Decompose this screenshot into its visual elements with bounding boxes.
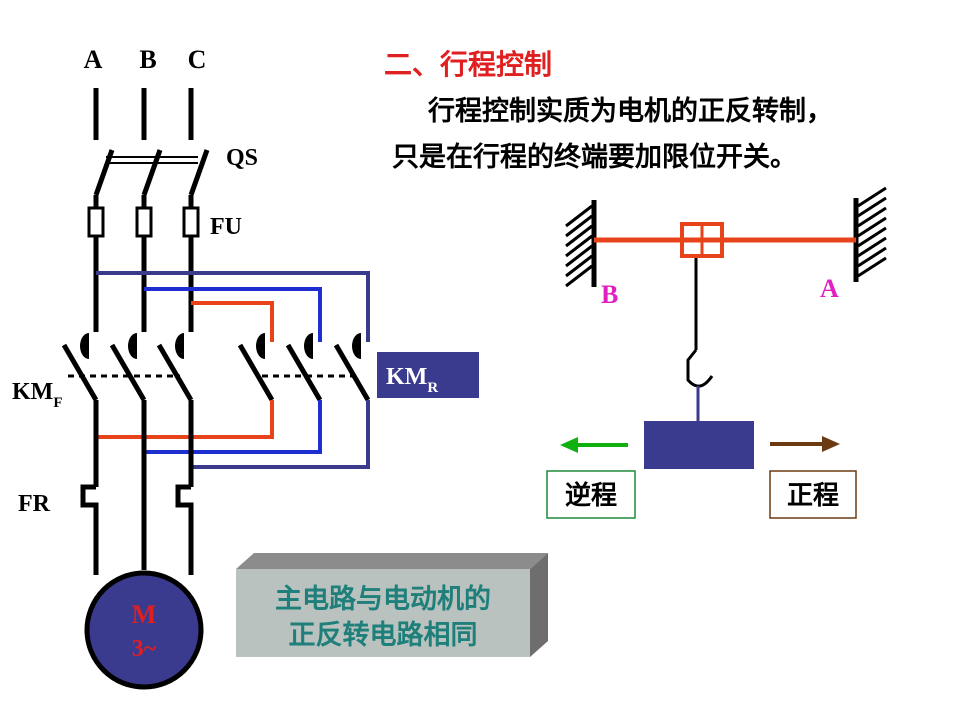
reverse-arrow-icon — [560, 437, 628, 453]
description-line-1: 行程控制实质为电机的正反转制， — [427, 95, 833, 127]
fr-thermal-relay — [80, 484, 194, 575]
right-wall — [853, 186, 887, 282]
qs-switch — [93, 88, 210, 196]
kmr-bottom-wires — [96, 400, 370, 469]
reverse-label-box — [546, 470, 636, 519]
qs-linkage — [106, 156, 198, 164]
fuse-block — [87, 195, 200, 310]
kmf-output-lines — [93, 400, 194, 570]
reverse-label: 逆程 — [565, 480, 617, 511]
kmr-label-box — [377, 352, 479, 398]
left-wall — [565, 200, 597, 288]
kmf-contacts — [61, 310, 194, 402]
forward-arrow-icon — [770, 436, 840, 452]
limit-a-label: A — [820, 274, 839, 303]
moving-load — [644, 421, 754, 469]
description-line-2: 只是在行程的终端要加限位开关。 — [392, 141, 797, 173]
fr-label: FR — [18, 491, 51, 517]
kmf-label: KMF — [12, 379, 63, 411]
phase-a-label: A — [84, 45, 103, 74]
hook-icon — [686, 349, 714, 388]
motor-label: M — [132, 600, 157, 629]
kmr-label: KMR — [386, 364, 438, 396]
kmr-top-wires — [96, 271, 370, 342]
note-line-1: 主电路与电动机的 — [275, 583, 491, 615]
phase-c-label: C — [188, 45, 207, 74]
note-box — [236, 553, 548, 657]
forward-label-box — [769, 470, 857, 519]
fu-label: FU — [210, 214, 242, 240]
motor-circle — [84, 570, 204, 690]
kmr-contacts — [237, 333, 371, 402]
motor-phase-label: 3~ — [132, 636, 157, 662]
qs-label: QS — [226, 145, 258, 171]
note-line-2: 正反转电路相同 — [289, 619, 478, 651]
forward-label: 正程 — [787, 481, 839, 511]
limit-b-label: B — [601, 280, 618, 309]
phase-b-label: B — [139, 45, 156, 74]
section-title: 二、行程控制 — [384, 48, 552, 81]
